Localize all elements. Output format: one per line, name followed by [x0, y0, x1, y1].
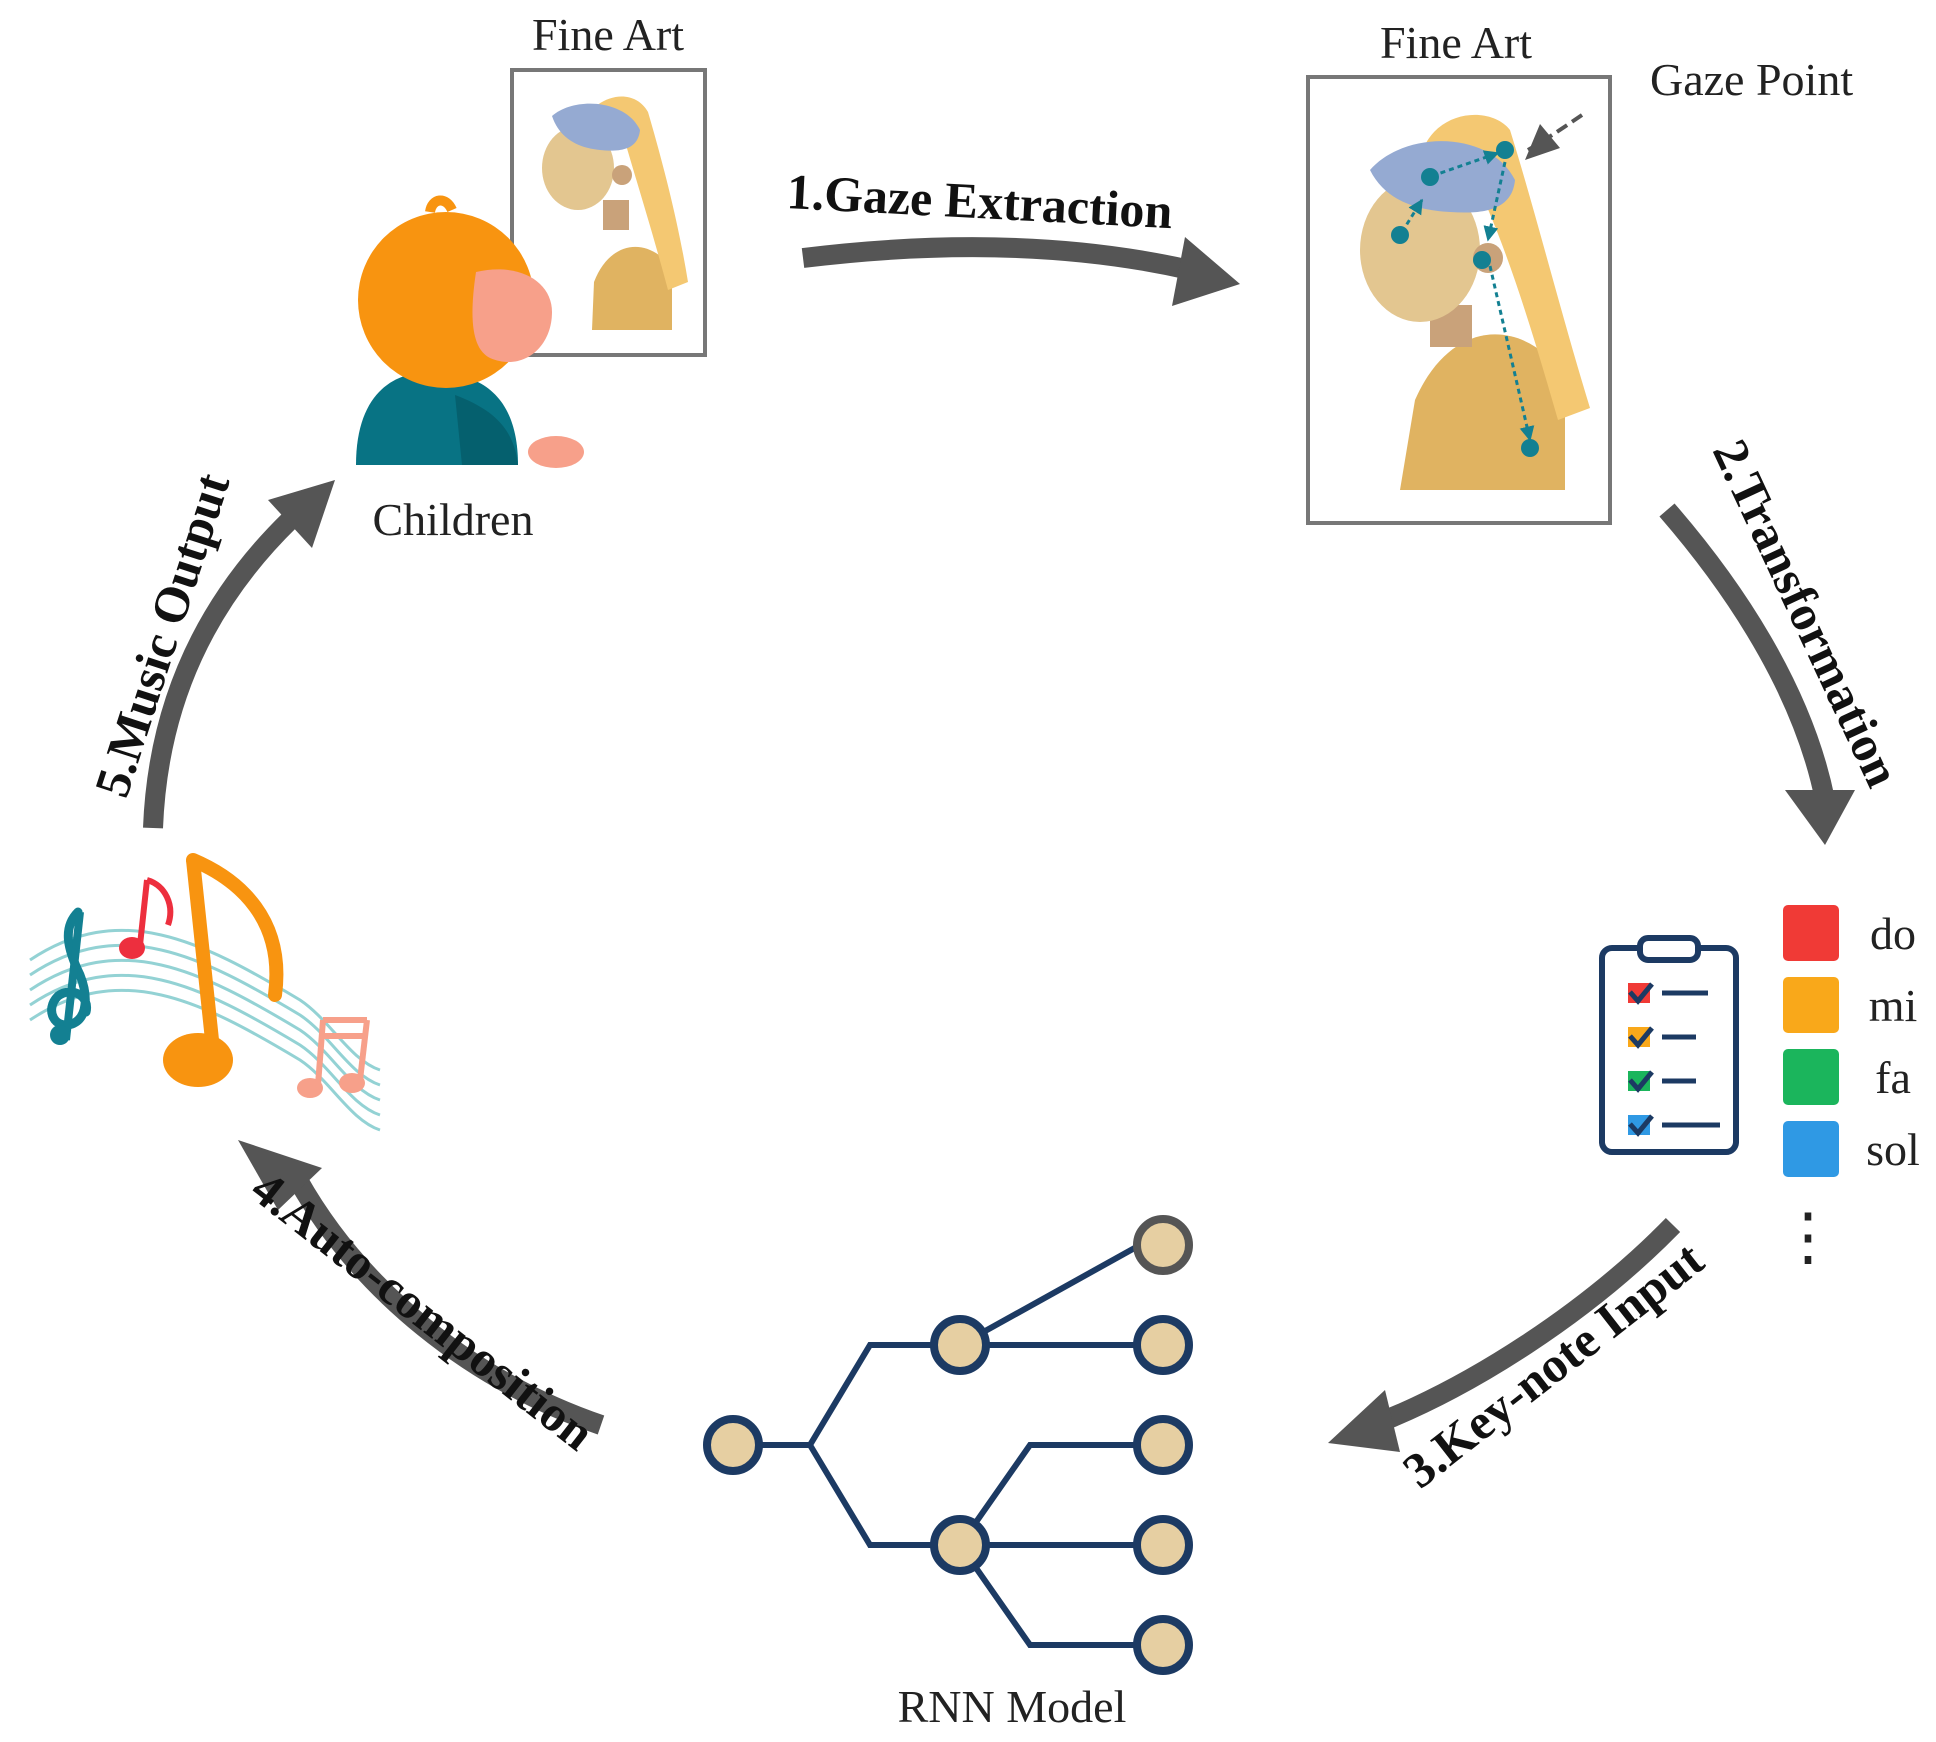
- fine-art-label-right: Fine Art: [1380, 17, 1532, 68]
- rnn-node: [1133, 1515, 1193, 1575]
- child-icon: [356, 195, 584, 468]
- gaze-points: [1391, 141, 1539, 457]
- note-swatch-do: [1783, 905, 1839, 961]
- child-viewing-art: Fine Art Children: [356, 9, 707, 545]
- cycle-arrows: [143, 237, 1835, 1440]
- arrow-step-2: [1659, 503, 1835, 802]
- more-notes-ellipsis: ⋮: [1776, 1201, 1840, 1272]
- note-label-mi: mi: [1869, 980, 1918, 1031]
- rnn-node: [703, 1415, 763, 1475]
- rnn-node: [1133, 1615, 1193, 1675]
- note-label-sol: sol: [1866, 1124, 1920, 1175]
- gaze-point-label: Gaze Point: [1650, 54, 1853, 105]
- arrowhead-step-1: [1172, 237, 1240, 306]
- step-1-label: 1.Gaze Extraction: [785, 163, 1174, 239]
- arrow-step-5: [143, 512, 297, 829]
- gaze-point: [1521, 439, 1539, 457]
- rnn-model-label: RNN Model: [898, 1681, 1127, 1732]
- children-label: Children: [373, 494, 534, 545]
- fine-art-label-left: Fine Art: [532, 9, 684, 60]
- note-list: do mi fa sol: [1783, 905, 1920, 1177]
- arrow-step-4: [289, 1175, 605, 1435]
- rnn-node: [930, 1515, 990, 1575]
- gaze-painting: Fine Art Gaze Point: [1306, 17, 1853, 525]
- rnn-node: [930, 1315, 990, 1375]
- rnn-model-icon: RNN Model: [703, 1215, 1193, 1732]
- gaze-path: [1400, 150, 1535, 442]
- red-note-icon: [119, 877, 174, 959]
- arrowhead-step-2: [1785, 790, 1855, 845]
- girl-painting-left-icon: [542, 96, 688, 330]
- gaze-point: [1391, 226, 1409, 244]
- pink-double-note-icon: [297, 1017, 370, 1098]
- gaze-point: [1496, 141, 1514, 159]
- music-notes-icon: [29, 853, 381, 1132]
- note-swatch-fa: [1783, 1049, 1839, 1105]
- arrowhead-step-4: [238, 1140, 322, 1210]
- arrowhead-step-3: [1328, 1390, 1400, 1452]
- cycle-arrowheads: [238, 237, 1855, 1452]
- step-3-label: 3.Key-note Input: [1392, 1230, 1714, 1498]
- note-swatch-mi: [1783, 977, 1839, 1033]
- arrow-step-1: [801, 237, 1193, 280]
- arrow-step-3: [1356, 1218, 1681, 1440]
- key-notes-panel: do mi fa sol ⋮: [1599, 905, 1920, 1272]
- arrowhead-step-5: [268, 480, 335, 548]
- rnn-node: [1133, 1415, 1193, 1475]
- step-4-label: 4.Auto-composition: [241, 1160, 605, 1462]
- gaze-point: [1421, 168, 1439, 186]
- big-orange-note-icon: [163, 853, 284, 1087]
- note-label-do: do: [1870, 908, 1916, 959]
- gaze-point: [1473, 251, 1491, 269]
- gaze-point-callout-arrowhead: [1525, 124, 1560, 160]
- checklist-icon: [1599, 935, 1739, 1155]
- rnn-node: [1133, 1315, 1193, 1375]
- rnn-output-node: [1133, 1215, 1193, 1275]
- treble-clef-icon: [47, 907, 92, 1045]
- note-swatch-sol: [1783, 1121, 1839, 1177]
- note-label-fa: fa: [1875, 1052, 1911, 1103]
